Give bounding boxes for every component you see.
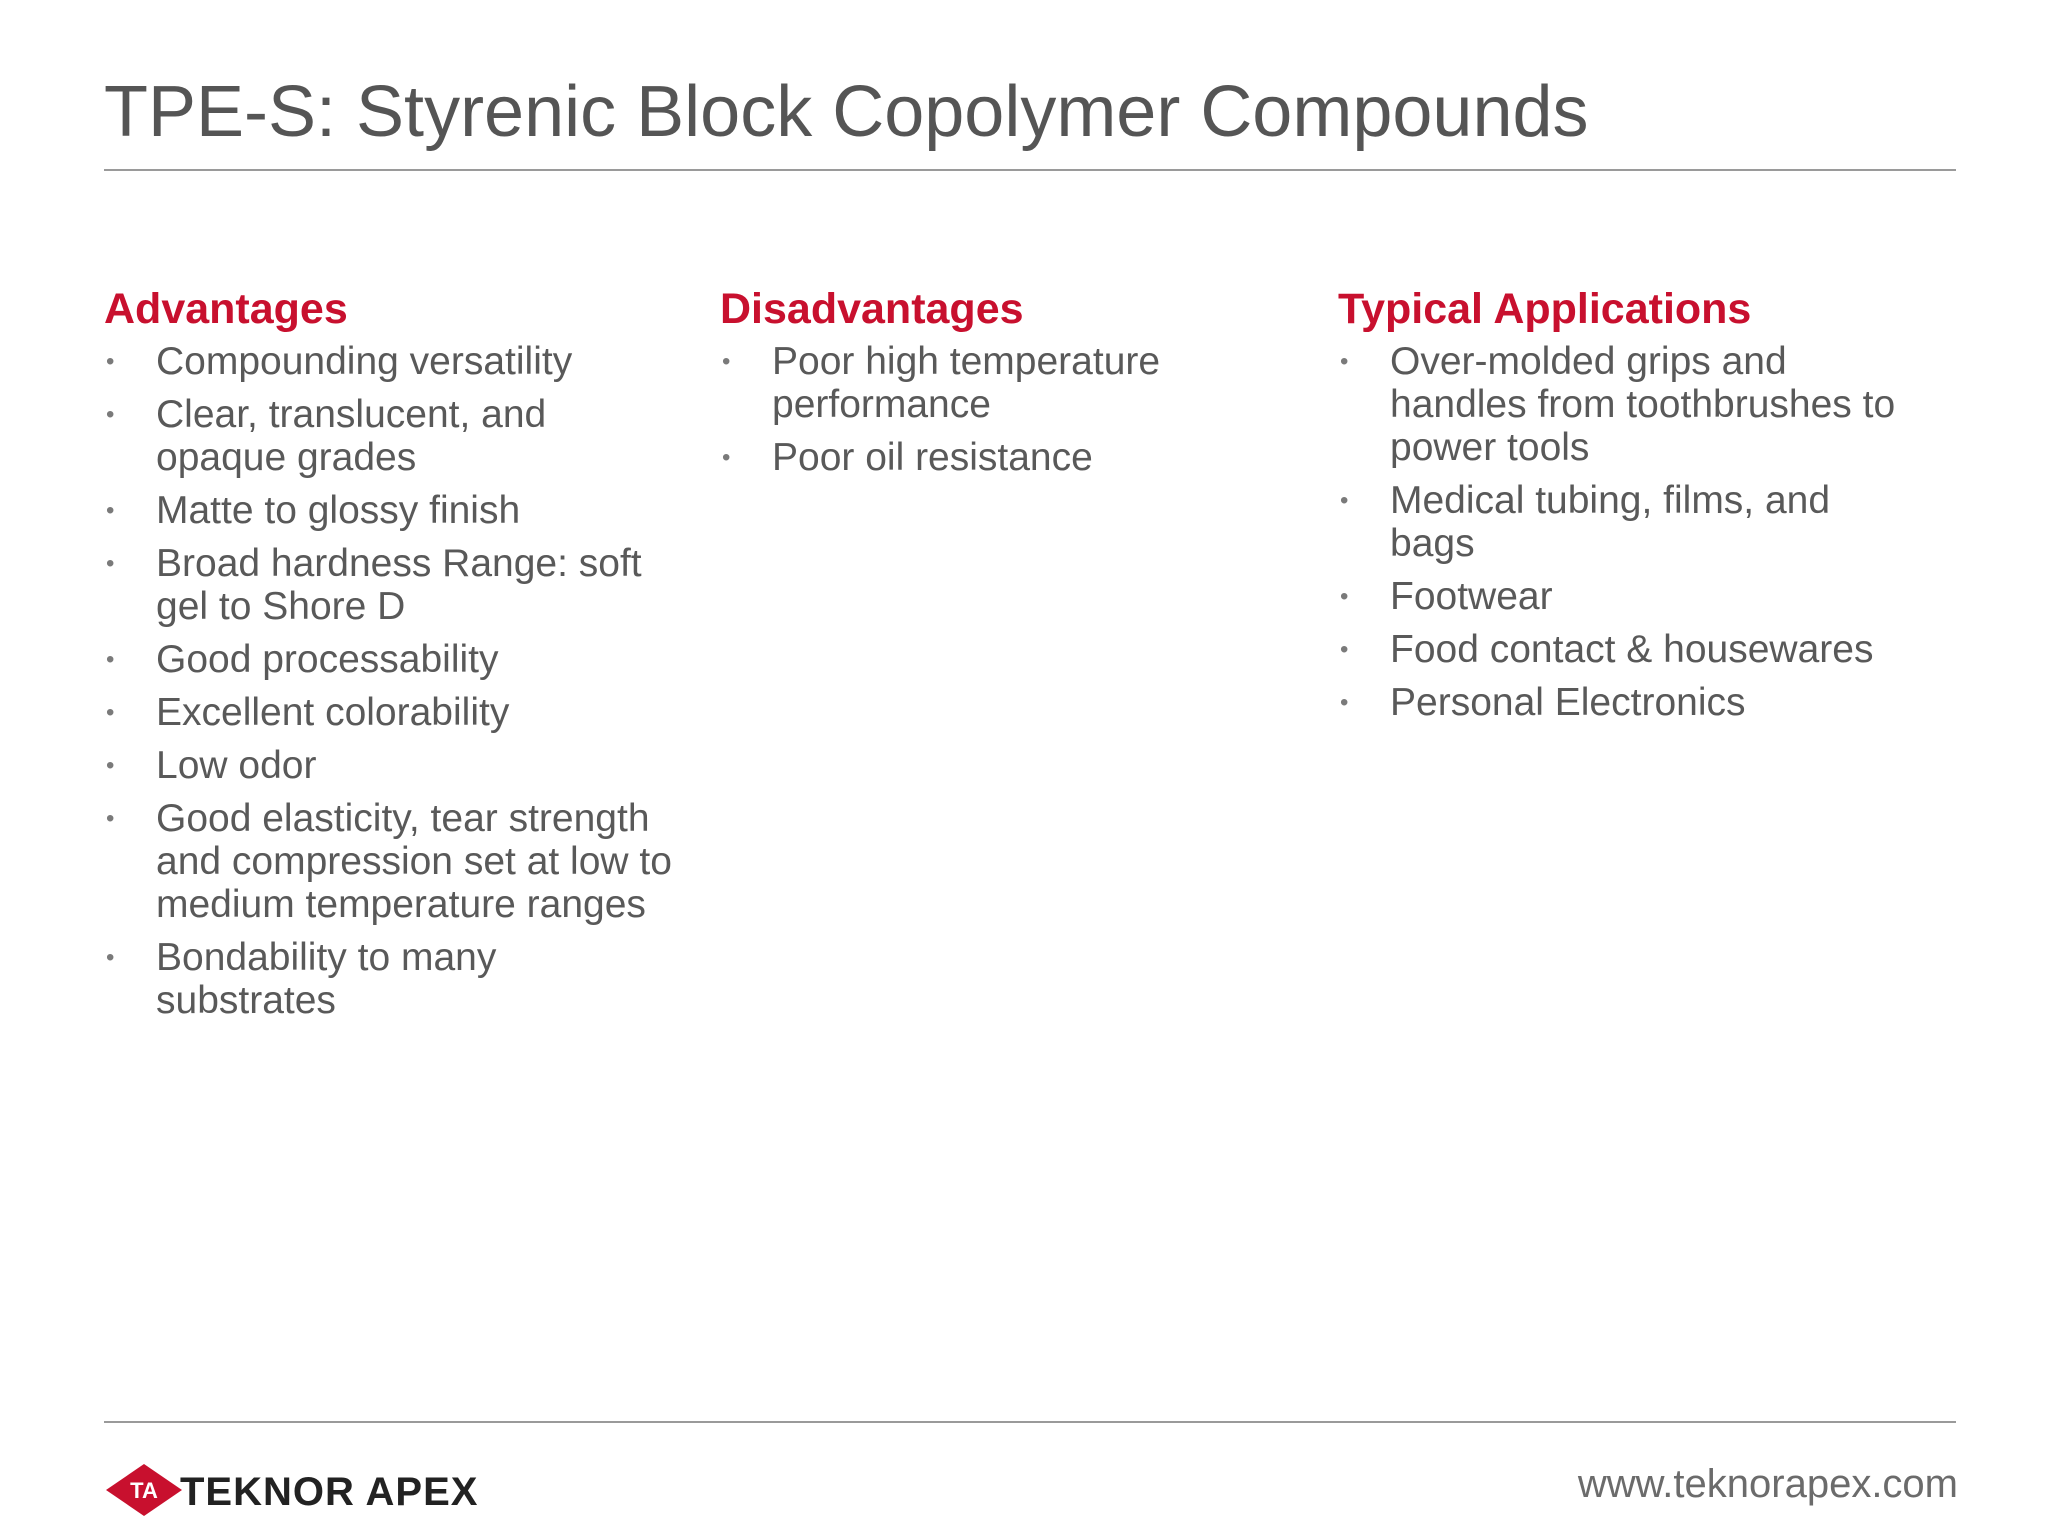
applications-column: Typical Applications • Over-molded grips … [1338,280,1918,734]
bullet-icon: • [1340,487,1349,514]
list-item-text: Poor oil resistance [772,436,1093,479]
list-item-text: Personal Electronics [1390,681,1746,724]
bullet-icon: • [106,699,115,726]
bullet-icon: • [1340,689,1349,716]
list-item-text: Poor high temperature performance [772,340,1161,426]
disadvantages-heading: Disadvantages [720,285,1024,333]
bullet-icon: • [722,444,731,471]
footer-divider [104,1421,1956,1423]
bullet-icon: • [1340,636,1349,663]
teknor-apex-logo: TA TEKNOR APEX [104,1462,524,1522]
list-item: • Poor oil resistance [720,436,1300,479]
slide-title: TPE-S: Styrenic Block Copolymer Compound… [104,72,1589,152]
list-item: • Excellent colorability [104,691,684,734]
list-item-text: Over-molded grips and handles from tooth… [1390,340,1896,469]
list-item: • Bondability to many substrates [104,936,684,1022]
list-item: • Clear, translucent, and opaque grades [104,393,684,479]
list-item-text: Matte to glossy finish [156,489,521,532]
list-item: • Compounding versatility [104,340,684,383]
logo-mark-text: TA [130,1478,158,1503]
list-item: • Matte to glossy finish [104,489,684,532]
list-item-text: Food contact & housewares [1390,628,1874,671]
bullet-icon: • [106,646,115,673]
list-item: • Food contact & housewares [1338,628,1918,671]
list-item-text: Footwear [1390,575,1553,618]
bullet-icon: • [106,944,115,971]
bullet-icon: • [722,348,731,375]
list-item: • Footwear [1338,575,1918,618]
bullet-icon: • [1340,583,1349,610]
list-item: • Poor high temperature performance [720,340,1300,426]
list-item: • Low odor [104,744,684,787]
list-item-text: Clear, translucent, and opaque grades [156,393,547,479]
list-item-text: Bondability to many substrates [156,936,497,1022]
list-item-text: Broad hardness Range: soft gel to Shore … [156,542,642,628]
list-item-text: Compounding versatility [156,340,573,383]
list-item-text: Medical tubing, films, and bags [1390,479,1831,565]
list-item: • Personal Electronics [1338,681,1918,724]
bullet-icon: • [1340,348,1349,375]
disadvantages-column: Disadvantages • Poor high temperature per… [720,280,1300,489]
advantages-heading: Advantages [104,285,348,333]
bullet-icon: • [106,752,115,779]
bullet-icon: • [106,401,115,428]
logo-diamond-icon: TA [106,1464,182,1516]
website-url: www.teknorapex.com [1577,1462,1958,1506]
logo-wordmark: TEKNOR APEX [180,1470,479,1514]
bullet-icon: • [106,497,115,524]
list-item-text: Good elasticity, tear strength and compr… [156,797,672,926]
advantages-list: • Compounding versatility • Clear, translu… [104,340,684,1022]
list-item: • Good elasticity, tear strength and comp… [104,797,684,926]
advantages-column: Advantages • Compounding versatility • Cle… [104,280,684,1032]
list-item-text: Good processability [156,638,499,681]
applications-list: • Over-molded grips and handles from toot… [1338,340,1918,724]
bullet-icon: • [106,348,115,375]
list-item-text: Excellent colorability [156,691,510,734]
disadvantages-list: • Poor high temperature performance • Poor… [720,340,1300,479]
list-item: • Over-molded grips and handles from toot… [1338,340,1918,469]
list-item-text: Low odor [156,744,317,787]
list-item: • Broad hardness Range: soft gel to Shore… [104,542,684,628]
list-item: • Medical tubing, films, and bags [1338,479,1918,565]
title-divider [104,169,1956,171]
list-item: • Good processability [104,638,684,681]
applications-heading: Typical Applications [1338,285,1752,333]
bullet-icon: • [106,805,115,832]
bullet-icon: • [106,550,115,577]
